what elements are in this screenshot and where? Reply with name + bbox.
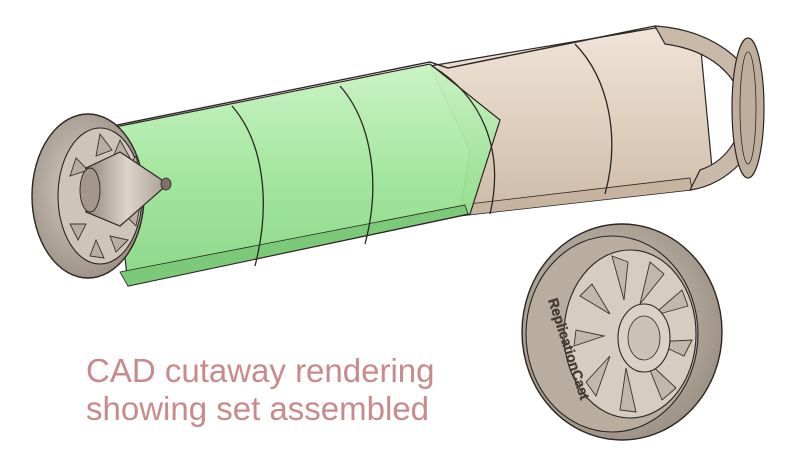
green-seam-3 (431, 65, 496, 215)
caption-line-2: showing set assembled (86, 390, 430, 427)
green-tube-lower-edge (119, 204, 469, 287)
cutaway-tube-assembly (31, 25, 765, 287)
tan-seam-1 (574, 43, 613, 195)
front-fan-assembly (31, 113, 172, 279)
green-seam-2 (339, 85, 374, 245)
tube-top-edge (111, 25, 656, 127)
caption-line-1: CAD cutaway rendering (86, 352, 435, 389)
rear-end-cap (653, 25, 765, 191)
fan-wheel-part: ReplicationCast (521, 223, 723, 441)
wheel-blades (573, 255, 693, 413)
nose-cone-tip (160, 177, 172, 191)
green-tube-section (109, 63, 501, 287)
green-seam-1 (231, 105, 264, 267)
